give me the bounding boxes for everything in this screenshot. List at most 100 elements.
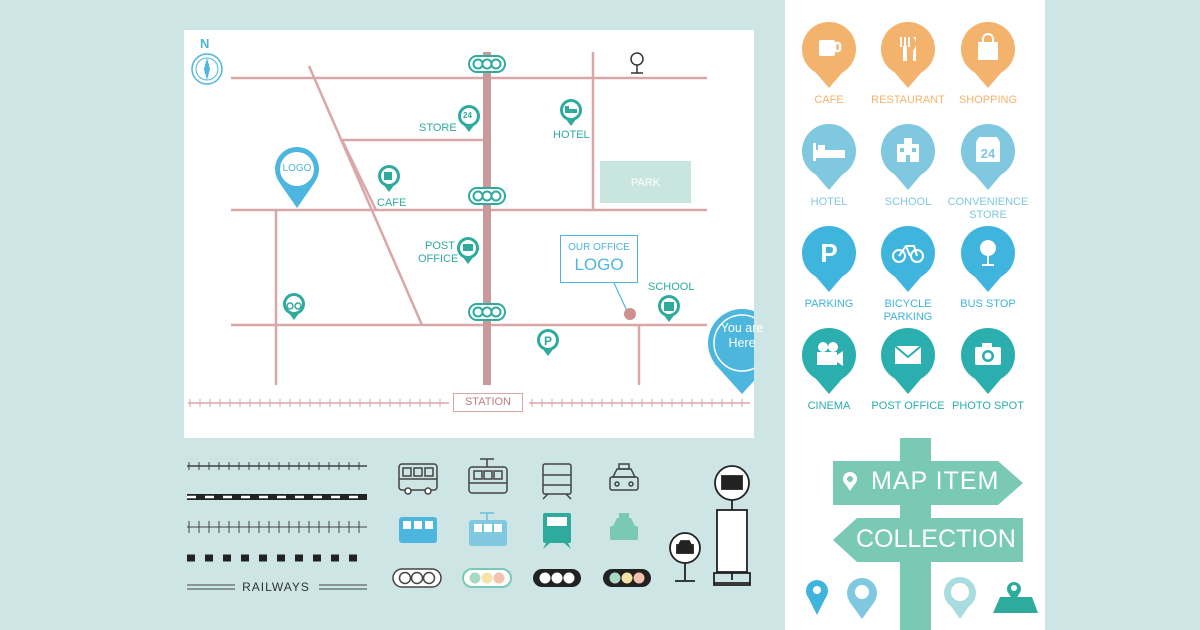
category-label: CINEMA [784,400,874,413]
convenience-store-pin-icon [458,105,480,132]
category-label: PARKING [784,298,874,311]
bus-filled-icon [399,517,437,543]
map-pin-icon [843,472,857,491]
taxi-filled-icon [610,513,638,540]
parking-pin-icon: P [537,329,559,356]
category-label-line1: RESTAURANT [871,94,945,106]
traffic-light-icon [468,187,506,205]
map-canvas: P [188,52,754,407]
office-title: OUR OFFICE [568,242,630,253]
sign-bottom-text: COLLECTION [856,525,1016,553]
category-label-line1: BUS STOP [960,298,1016,310]
transport-icons [392,458,751,588]
taxi-outline-icon [609,463,639,491]
category-label-line2: PARKING [883,311,933,323]
bed-icon [801,124,857,194]
post-office-label-line1: POST [425,240,455,252]
shopping-bag-icon [960,22,1016,92]
cup-icon [801,22,857,92]
logo-pin-label: LOGO [282,163,312,174]
post-office-label-line2: OFFICE [418,253,459,265]
category-label: HOTEL [784,196,874,209]
bicycle-icon [880,226,936,296]
train-outline-icon [542,463,572,500]
bus-stop-icon [960,226,1016,296]
category-label-line1: CONVENIENCE [947,196,1029,208]
map-pin-blue-icon [806,580,828,615]
map-location-icon [993,582,1038,613]
railway-samples [187,462,367,590]
hotel-label: HOTEL [553,129,590,141]
you-are-here-pin-icon [708,309,754,394]
category-label-line1: CAFE [814,94,844,106]
category-label: PHOTO SPOT [943,400,1033,413]
traffic-light-icon [468,303,506,321]
sign-top-text: MAP ITEM [871,467,1000,495]
traffic-light-icon [468,55,506,73]
category-label-line1: POST OFFICE [871,400,945,412]
you-are-here-label: You are Here [710,321,774,351]
map-card: P N STORE 24 HOTEL PARK CAFE POST OFFICE… [184,30,763,438]
movie-camera-icon [801,328,857,398]
logo-pin-icon [275,147,319,208]
tram-outline-icon [468,458,508,494]
bottom-pins [806,577,1038,619]
station-label: STATION [453,393,523,412]
park-label: PARK [630,177,661,189]
bus-stop-icon [630,52,644,74]
category-label-line1: PHOTO SPOT [952,400,1024,412]
camera-icon [960,328,1016,398]
traffic-light-outline-icon [392,568,442,588]
map-pin-ring-icon [944,577,976,619]
post-office-pin-icon [457,237,479,264]
category-label: SHOPPING [943,94,1033,107]
traffic-light-pastel-icon [462,568,512,588]
parking-icon: P [801,226,857,296]
office-logo: LOGO [574,255,624,274]
cafe-label: CAFE [377,197,407,209]
office-location-dot [624,308,636,320]
railways-label: RAILWAYS [242,580,310,594]
school-label: SCHOOL [648,281,695,293]
svg-text:24: 24 [981,146,996,161]
category-label-line1: BICYCLE [884,298,932,310]
store-label: STORE [419,122,457,134]
train-filled-icon [543,513,571,549]
map-pin-light-blue-icon [847,578,877,619]
store-badge: 24 [463,111,472,120]
svg-text:P: P [820,238,837,268]
hotel-pin-icon [560,99,582,126]
envelope-icon [880,328,936,398]
main-avenue [483,52,491,385]
category-label-line2: STORE [969,209,1007,221]
signpost [833,438,1023,630]
office-pointer-line [613,282,629,314]
category-label: CAFE [784,94,874,107]
tram-filled-icon [469,512,507,546]
category-label: POST OFFICE [863,400,953,413]
bus-outline-icon [398,463,438,495]
here-text: Here [728,336,756,350]
taxi-stop-sign-icon [669,532,701,582]
office-callout: OUR OFFICE LOGO [560,235,638,283]
compass-icon [191,53,223,85]
traffic-light-dark-icon [533,569,581,587]
category-label: SCHOOL [863,196,953,209]
category-label-line1: SHOPPING [958,94,1018,106]
building-icon [880,124,936,194]
category-label-line1: SCHOOL [884,196,932,208]
you-are-text: You are [720,321,764,335]
store-24-icon: 24 [960,124,1016,194]
category-label: BUS STOP [943,298,1033,311]
school-pin-icon [658,295,680,322]
roads [231,52,707,385]
fork-knife-icon [880,22,936,92]
bicycle-pin-icon [283,293,305,320]
svg-text:P: P [544,334,552,348]
category-label-line1: CINEMA [807,400,851,412]
category-label: RESTAURANT [863,94,953,107]
park-area [600,161,691,203]
